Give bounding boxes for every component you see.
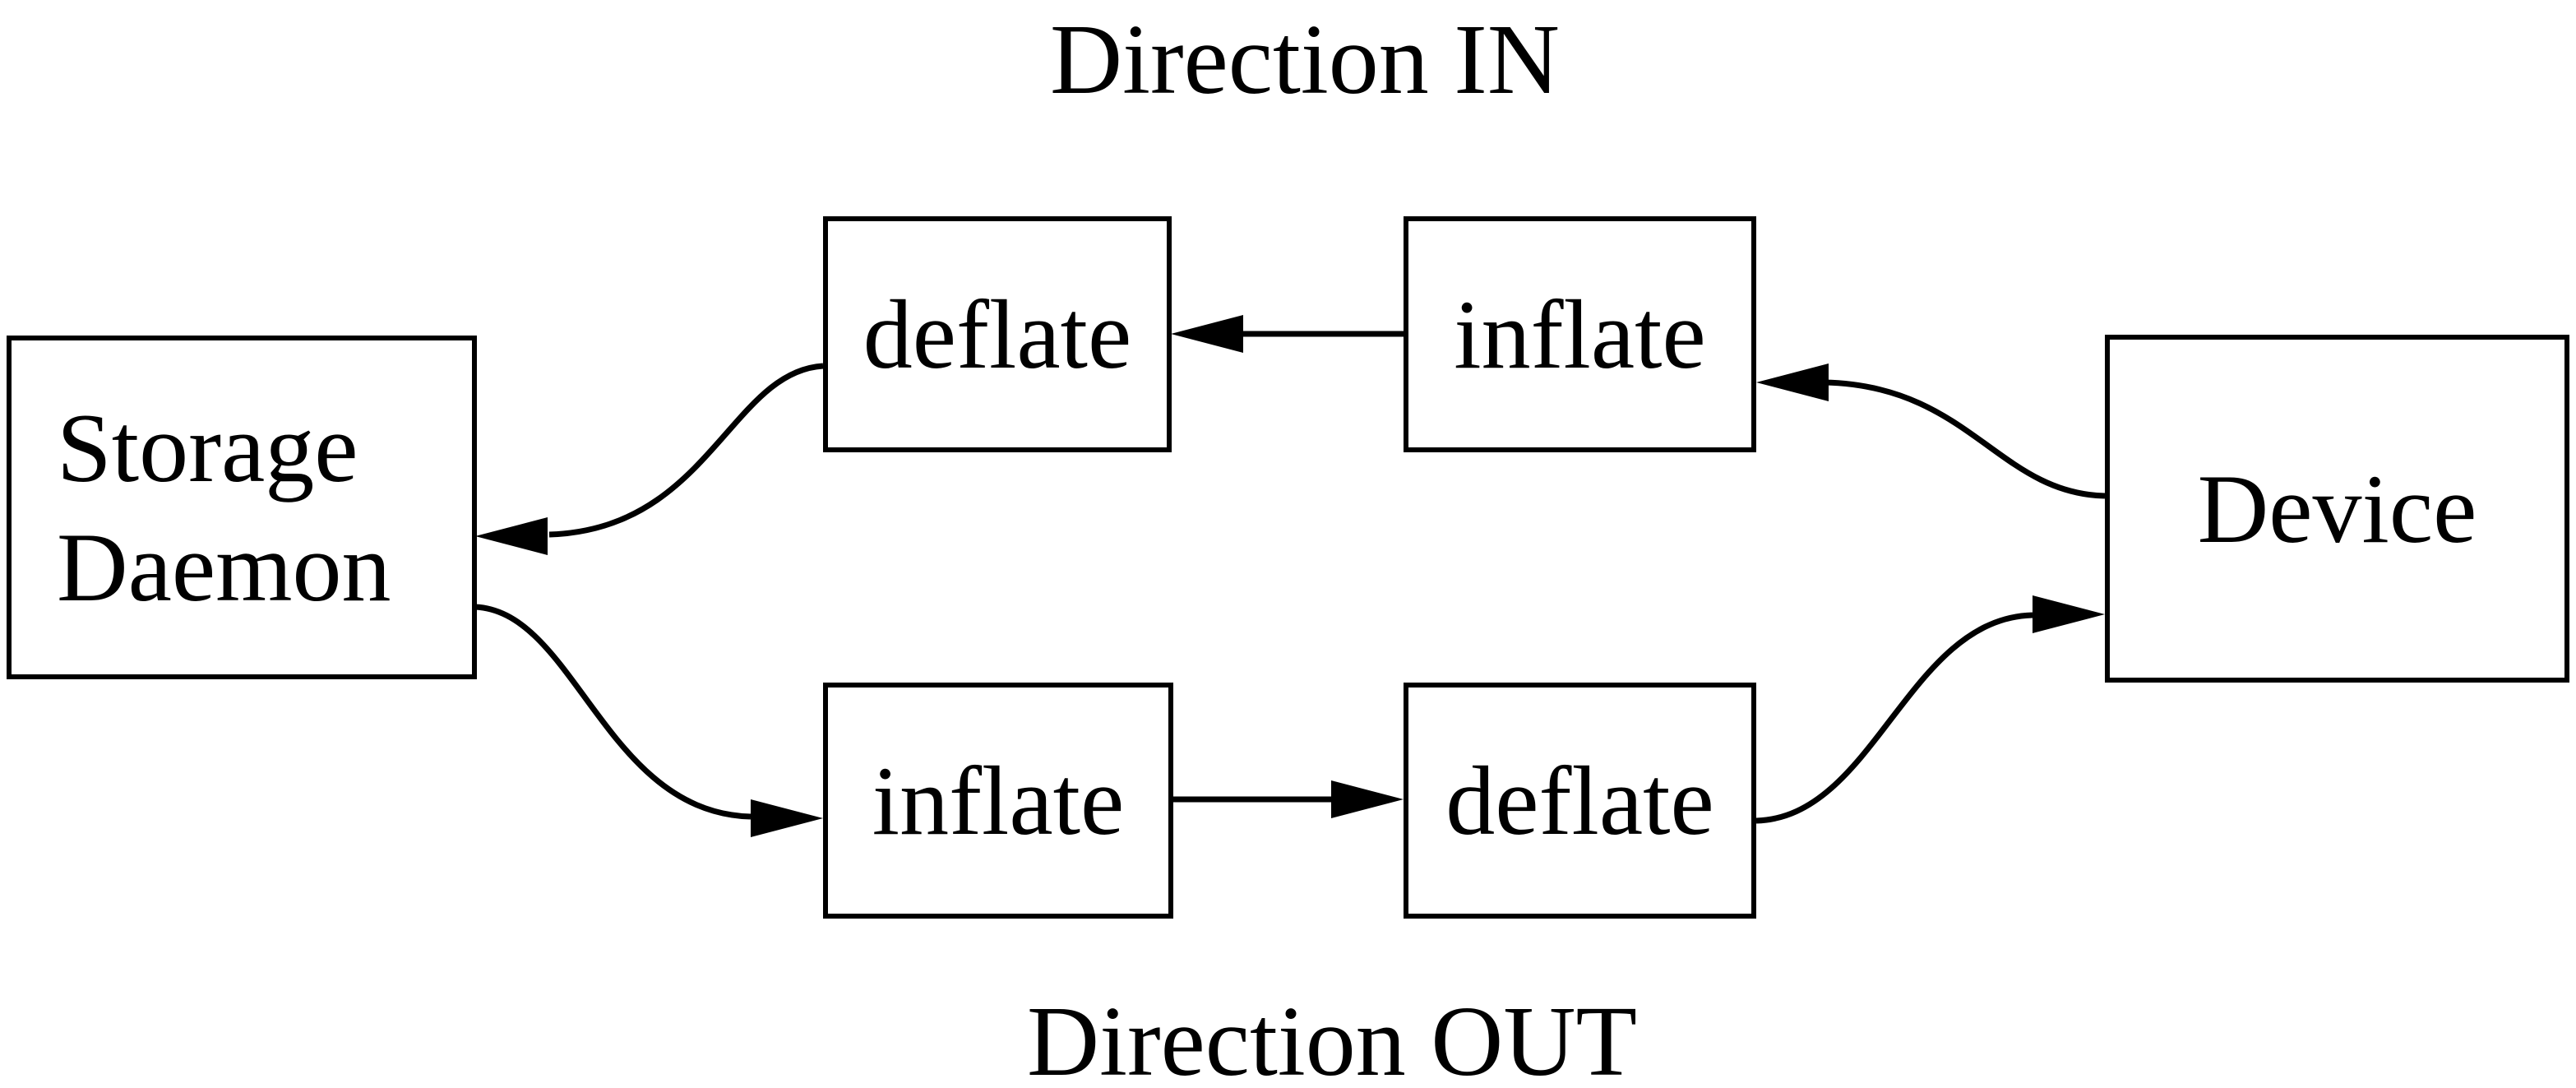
edge-storage-to-inflate-out xyxy=(474,604,752,820)
storage-daemon-label-line1: Storage xyxy=(57,393,358,502)
node-deflate-in: deflate xyxy=(823,216,1172,452)
node-inflate-out: inflate xyxy=(823,683,1173,919)
arrowhead-into-deflate-out xyxy=(1331,780,1404,818)
edge-deflate-in-to-storage xyxy=(548,363,824,538)
inflate-out-label: inflate xyxy=(872,745,1125,855)
arrowhead-into-deflate-in xyxy=(1171,315,1243,353)
arrowhead-into-storage xyxy=(475,517,548,555)
direction-out-title: Direction OUT xyxy=(1027,986,1637,1088)
arrowhead-into-inflate-in xyxy=(1756,363,1829,401)
arrowhead-into-inflate-out xyxy=(751,799,823,837)
arrowhead-into-device xyxy=(2033,595,2105,633)
device-label: Device xyxy=(2197,453,2477,563)
edge-deflate-out-to-device xyxy=(1755,612,2033,824)
node-inflate-in: inflate xyxy=(1404,216,1756,452)
inflate-in-label: inflate xyxy=(1454,279,1706,389)
node-device: Device xyxy=(2105,335,2569,683)
deflate-out-label: deflate xyxy=(1445,745,1714,855)
node-deflate-out: deflate xyxy=(1404,683,1756,919)
storage-daemon-label-line2: Daemon xyxy=(57,512,391,622)
deflate-in-label: deflate xyxy=(863,279,1132,389)
direction-in-title: Direction IN xyxy=(1050,4,1560,115)
edge-device-to-inflate-in xyxy=(1823,379,2106,499)
